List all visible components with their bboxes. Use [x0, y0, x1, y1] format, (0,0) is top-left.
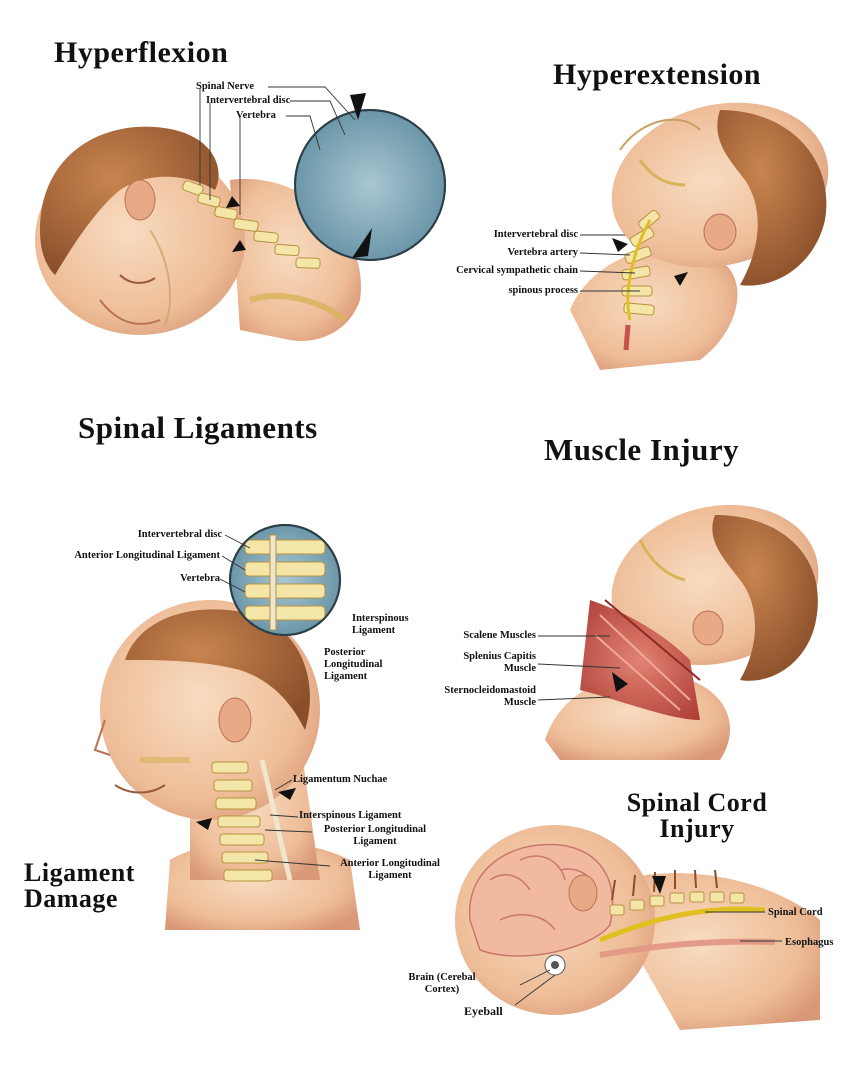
label-posterior-longitudinal-ligament-inset: Posterior Longitudinal Ligament — [324, 647, 383, 682]
label-intervertebral-disc-ligament: Intervertebral disc — [137, 529, 222, 540]
ligament-damage-title: Ligament Damage — [24, 860, 164, 912]
label-anterior-longitudinal-ligament-inset: Anterior Longitudinal Ligament — [74, 550, 220, 561]
spinal-cord-injury-title-text: Spinal Cord Injury — [626, 788, 768, 843]
label-splenius-capitis-muscle: Splenius Capitis Muscle — [463, 651, 536, 674]
hyperflexion-title: Hyperflexion — [54, 36, 229, 69]
label-spinal-cord: Spinal Cord — [768, 907, 823, 918]
label-interspinous-ligament: Interspinous Ligament — [299, 810, 402, 821]
label-sternocleidomastoid-muscle: Sternocleidomastoid Muscle — [444, 685, 536, 708]
label-intervertebral-disc-flexion: Intervertebral disc — [206, 95, 291, 106]
label-brain-cerebal-cortex: Brain (Cerebal Cortex) — [408, 972, 476, 995]
hyperflexion-illustration — [35, 86, 455, 341]
label-ligamentum-nuchae: Ligamentum Nuchae — [293, 774, 388, 785]
label-interspinous-ligament-inset: Interspinous Ligament — [352, 613, 409, 636]
label-cervical-sympathetic-chain: Cervical sympathetic chain — [456, 265, 578, 276]
muscle-injury-illustration — [537, 504, 819, 760]
label-spinal-nerve: Spinal Nerve — [196, 81, 255, 92]
hyperextension-illustration — [570, 102, 829, 370]
label-anterior-longitudinal-ligament: Anterior Longitudinal Ligament — [340, 858, 440, 881]
label-vertebra-ligament: Vertebra — [180, 573, 220, 584]
muscle-injury-title: Muscle Injury — [544, 432, 740, 467]
ligament-illustration — [93, 524, 360, 930]
label-esophagus: Esophagus — [785, 937, 834, 948]
label-intervertebral-disc-extension: Intervertebral disc — [493, 229, 578, 240]
spinal-ligaments-title: Spinal Ligaments — [78, 410, 318, 445]
spinal-cord-illustration — [455, 825, 820, 1030]
ligament-damage-title-text: Ligament Damage — [24, 858, 135, 913]
label-scalene-muscles: Scalene Muscles — [463, 630, 536, 641]
hyperextension-title: Hyperextension — [553, 58, 762, 91]
label-spinous-process: spinous process — [508, 285, 578, 296]
label-vertebra-artery: Vertebra artery — [507, 247, 578, 258]
label-vertebra-flexion: Vertebra — [236, 110, 276, 121]
spinal-cord-injury-title: Spinal Cord Injury — [612, 790, 782, 842]
label-posterior-longitudinal-ligament: Posterior Longitudinal Ligament — [323, 824, 427, 847]
label-eyeball: Eyeball — [464, 1004, 503, 1018]
